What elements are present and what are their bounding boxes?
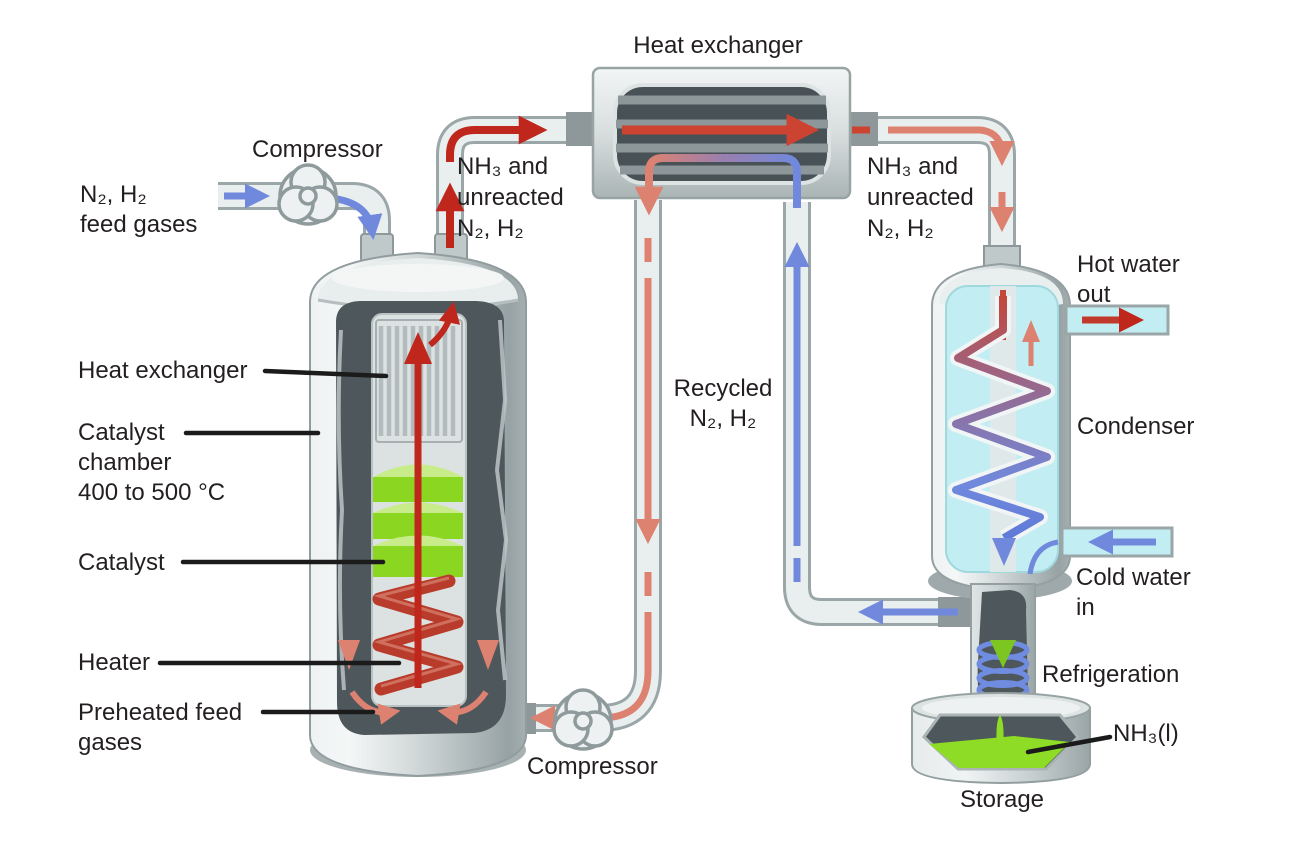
hot-water-out-label: Hot water out — [1077, 251, 1180, 308]
compressor-top-glyph — [277, 163, 339, 226]
ammonia-liquid-label: NH₃(l) — [1113, 720, 1179, 747]
liquid-ammonia-stream — [996, 715, 1004, 750]
condenser-coil-arrowhead — [992, 538, 1016, 566]
condensing-flow-arrowhead — [990, 640, 1016, 668]
condenser-unit — [928, 245, 1072, 600]
product-right-label: NH₃ and unreacted N₂, H₂ — [867, 153, 974, 242]
to-condenser-arrow-1 — [888, 126, 1015, 167]
water-pipes — [1060, 304, 1174, 558]
bottom-curve-left — [349, 690, 401, 725]
storage-label: Storage — [959, 786, 1045, 813]
product-left-label: NH₃ and unreacted N₂, H₂ — [457, 153, 564, 242]
heater-label: Heater — [78, 649, 151, 676]
storage-tank — [911, 692, 1091, 785]
pointer-heat-exchanger — [262, 368, 389, 379]
compressor-bottom-label: Compressor — [527, 753, 658, 780]
cutaway-edge-right — [494, 319, 509, 681]
recycle-pipe — [786, 202, 966, 623]
center-flow-arrowhead — [404, 332, 432, 364]
coldwater-entry-curve — [1027, 539, 1059, 575]
reactor-lid-highlight — [332, 264, 504, 292]
counterflow-line — [634, 154, 801, 216]
annulus-arrow-right — [477, 640, 499, 670]
hx-left-stub — [566, 112, 596, 146]
liquid-ammonia-pool — [929, 736, 1070, 768]
pointer-nh3-liquid — [1025, 734, 1113, 755]
flow-arrows — [224, 115, 1015, 731]
bottom-curve-right — [437, 690, 489, 725]
internal-heat-exchanger-label: Heat exchanger — [78, 357, 248, 384]
outlet-curve-arrow — [428, 301, 461, 348]
return-pipe — [524, 200, 659, 729]
condenser-coil — [952, 296, 1051, 542]
feed-gases-label: N₂, H₂ feed gases — [80, 181, 198, 238]
heat-exchanger-unit — [591, 66, 852, 216]
catalyst-label: Catalyst — [78, 549, 165, 576]
heat-exchanger-title: Heat exchanger — [633, 32, 803, 59]
condenser-label: Condenser — [1077, 413, 1195, 440]
catalyst-chamber-label: Catalyst chamber 400 to 500 °C — [78, 419, 226, 506]
preheated-feed-label: Preheated feed gases — [78, 699, 243, 756]
refrigeration-label: Refrigeration — [1042, 661, 1180, 688]
recycled-label: Recycled N₂, H₂ — [673, 375, 773, 432]
condenser-vapor-arrowhead — [1022, 320, 1040, 342]
compressor-bottom-glyph — [552, 688, 614, 751]
annulus-arrow-left — [338, 640, 360, 670]
reactor-vessel — [309, 251, 527, 778]
cold-water-in-label: Cold water in — [1076, 564, 1191, 621]
product-arrow-top — [446, 115, 548, 162]
cutaway-edge-left — [336, 329, 346, 691]
refrigeration-unit — [970, 583, 1036, 711]
return-pipe-outer — [524, 200, 662, 732]
compressor-top-label: Compressor — [252, 136, 383, 163]
pointer-lines — [157, 368, 1113, 755]
